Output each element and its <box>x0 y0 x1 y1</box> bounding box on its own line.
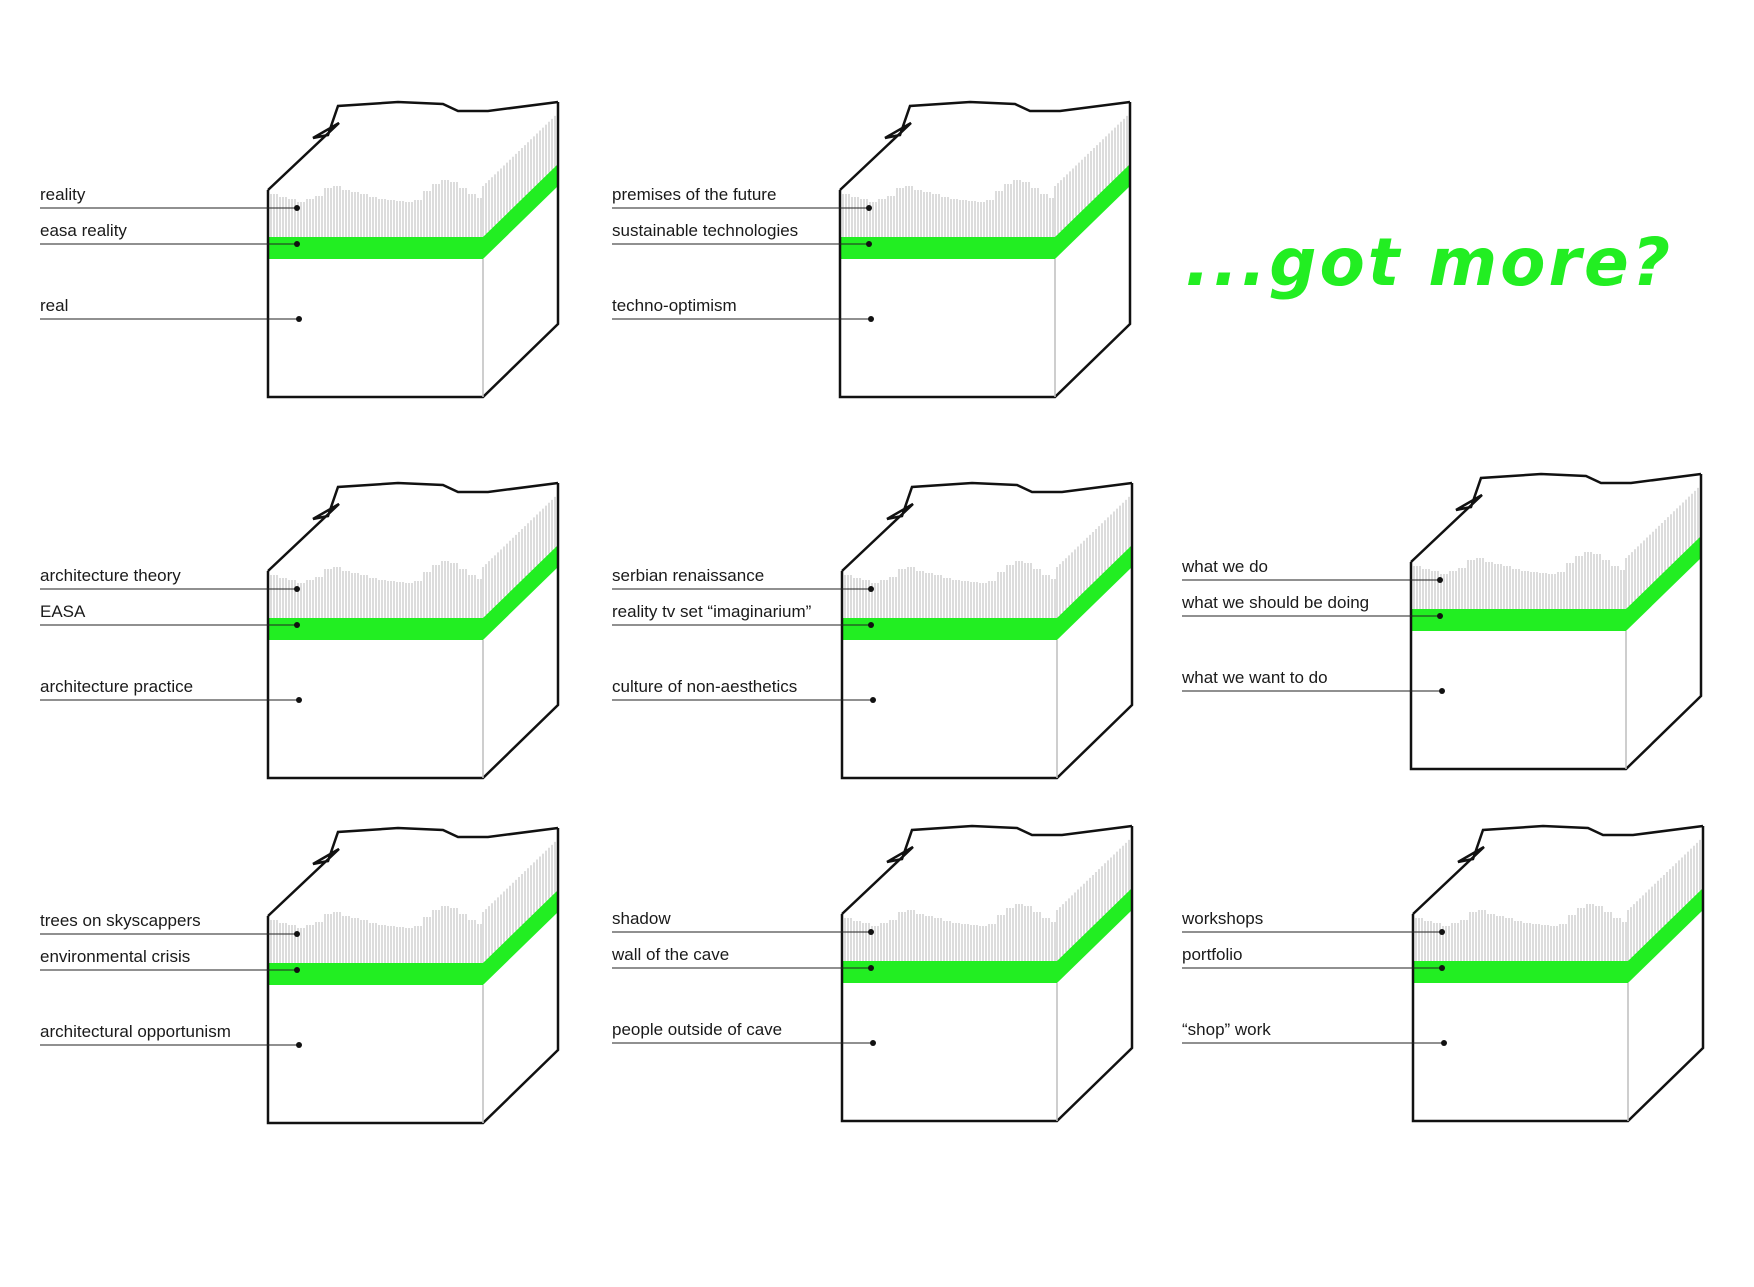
leader-dot <box>294 586 300 592</box>
green-band-side <box>483 164 558 259</box>
layer-label: reality tv set “imaginarium” <box>612 602 812 621</box>
leader-dot <box>866 205 872 211</box>
green-band-front <box>842 961 1057 983</box>
hatch-band <box>270 496 556 618</box>
leader-dot <box>294 241 300 247</box>
leader-dot <box>870 1040 876 1046</box>
block-diagram: shadow wall of the cave people outside of … <box>611 824 1134 1123</box>
hatch-band <box>1413 487 1699 609</box>
green-band-side <box>483 545 558 640</box>
layer-label: “shop” work <box>1182 1020 1271 1039</box>
layer-label: what we should be doing <box>1181 593 1369 612</box>
hatch-band <box>844 496 1130 618</box>
block-diagram: workshops portfolio “shop” work <box>1181 824 1705 1123</box>
hatch-band <box>1415 839 1701 961</box>
hatch-band <box>270 115 556 237</box>
green-band-front <box>840 237 1055 259</box>
layer-label: portfolio <box>1182 945 1242 964</box>
leader-dot <box>296 697 302 703</box>
block-diagram: reality easa reality real <box>40 100 560 399</box>
layer-label: people outside of cave <box>612 1020 782 1039</box>
layer-label: trees on skyscappers <box>40 911 201 930</box>
leader-dot <box>868 586 874 592</box>
layer-label: culture of non-aesthetics <box>612 677 797 696</box>
green-band-side <box>1057 888 1132 983</box>
green-band-front <box>268 618 483 640</box>
leader-dot <box>1441 1040 1447 1046</box>
green-band-front <box>268 237 483 259</box>
leader-dot <box>1437 577 1443 583</box>
leader-dot <box>294 931 300 937</box>
block-diagram: what we do what we should be doing what we… <box>1181 472 1703 771</box>
layer-label: architecture practice <box>40 677 193 696</box>
leader-dot <box>294 967 300 973</box>
block-top-edge <box>841 824 1133 915</box>
leader-dot <box>868 316 874 322</box>
leader-dot <box>1439 688 1445 694</box>
headline: ...got more? <box>1185 224 1673 301</box>
block-top-edge <box>267 826 559 917</box>
hatch-band <box>842 115 1128 237</box>
green-band-side <box>1057 545 1132 640</box>
layer-label: what we do <box>1181 557 1268 576</box>
leader-dot <box>870 697 876 703</box>
block-top-edge <box>1410 472 1702 563</box>
leader-dot <box>1439 929 1445 935</box>
layer-label: real <box>40 296 68 315</box>
leader-dot <box>1437 613 1443 619</box>
green-band-front <box>842 618 1057 640</box>
green-band-front <box>1413 961 1628 983</box>
green-band-front <box>268 963 483 985</box>
layer-label: architecture theory <box>40 566 181 585</box>
leader-dot <box>294 622 300 628</box>
leader-dot <box>868 965 874 971</box>
leader-dot <box>296 1042 302 1048</box>
green-band-side <box>483 890 558 985</box>
layer-label: reality <box>40 185 86 204</box>
block-diagram: trees on skyscappers environmental crisis… <box>40 826 560 1125</box>
leader-dot <box>1439 965 1445 971</box>
block-top-edge <box>839 100 1131 191</box>
hatch-band <box>844 839 1130 961</box>
leader-dot <box>866 241 872 247</box>
layer-label: premises of the future <box>612 185 776 204</box>
layer-label: EASA <box>40 602 86 621</box>
layer-label: environmental crisis <box>40 947 190 966</box>
block-diagram: serbian renaissance reality tv set “imagi… <box>612 481 1134 780</box>
block-diagram: premises of the future sustainable techno… <box>612 100 1132 399</box>
layer-label: what we want to do <box>1181 668 1328 687</box>
green-band-side <box>1055 164 1130 259</box>
green-band-side <box>1628 888 1703 983</box>
layer-label: architectural opportunism <box>40 1022 231 1041</box>
layer-label: sustainable technologies <box>612 221 798 240</box>
leader-dot <box>868 622 874 628</box>
layer-label: easa reality <box>40 221 127 240</box>
leader-dot <box>868 929 874 935</box>
block-top-edge <box>1412 824 1704 915</box>
leader-dot <box>296 316 302 322</box>
leader-dot <box>294 205 300 211</box>
layer-label: wall of the cave <box>611 945 729 964</box>
green-band-side <box>1626 536 1701 631</box>
block-top-edge <box>841 481 1133 572</box>
layer-label: serbian renaissance <box>612 566 764 585</box>
layer-label: techno-optimism <box>612 296 737 315</box>
hatch-band <box>270 841 556 963</box>
block-top-edge <box>267 481 559 572</box>
layer-blocks: reality easa reality real premises of the f… <box>40 100 1705 1125</box>
layer-label: workshops <box>1181 909 1263 928</box>
block-top-edge <box>267 100 559 191</box>
layer-label: shadow <box>612 909 671 928</box>
green-band-front <box>1411 609 1626 631</box>
